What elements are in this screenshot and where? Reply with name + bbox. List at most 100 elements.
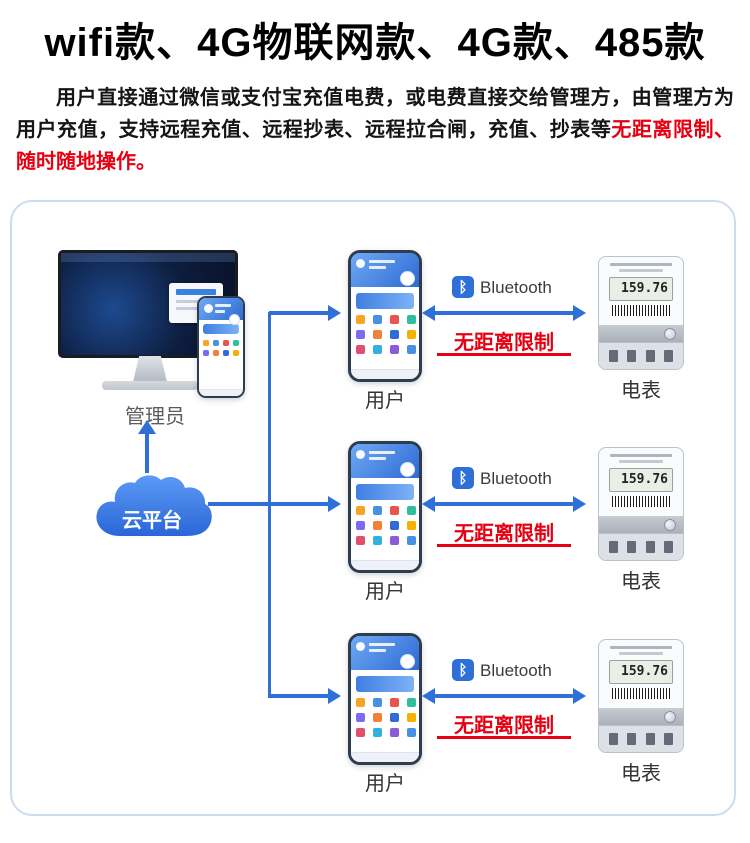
text-bar [369,451,395,454]
app-icon [356,315,365,324]
phone-banner [356,484,414,500]
restriction-underline [437,736,571,739]
restriction-label: 无距离限制 [454,523,554,545]
text-bar [369,643,395,646]
profile-photo [400,462,415,477]
bluetooth-icon: ᛒ [452,276,474,298]
app-icon [373,698,382,707]
user-label: 用户 [365,581,405,603]
meter-text-bar [619,269,663,272]
app-icon [356,713,365,722]
meter-button-icon [664,519,676,531]
app-icon [356,330,365,339]
meter-terminals [599,342,683,369]
app-icon [373,506,382,515]
app-icon [390,506,399,515]
cloud-connector-line [208,502,270,506]
phone-navbar [351,752,419,762]
arrowhead-icon [573,305,586,321]
text-bar [369,266,386,269]
avatar [356,450,365,459]
app-icon [407,315,416,324]
arrowhead-icon [328,496,341,512]
app-icon [373,728,382,737]
user-label: 用户 [365,773,405,795]
app-icon [407,506,416,515]
electric-meter: 159.76 [598,256,684,370]
diagram-row: 用户 ᛒ Bluetooth 无距离限制 159.76 电表 [0,250,750,425]
phone-banner [356,293,414,309]
meter-label: 电表 [621,571,661,593]
app-icon [356,506,365,515]
monitor-stand-base [102,381,198,390]
avatar [356,259,365,268]
bluetooth-icon: ᛒ [452,659,474,681]
app-icon [356,728,365,737]
meter-band [599,708,683,726]
restriction-underline [437,353,571,356]
electric-meter: 159.76 [598,447,684,561]
arrowhead-icon [422,496,435,512]
description-highlight: 无距离限制、随时随地操作。 [16,119,735,173]
phone-navbar [351,560,419,570]
app-icon [373,521,382,530]
app-icon [407,345,416,354]
phone-banner [203,324,239,334]
phone-header [351,636,419,670]
branch-arrow-icon [269,496,341,512]
admin-phone [197,296,245,398]
link-arrow-icon [422,305,586,321]
user-phone [348,633,422,765]
app-icon [213,350,219,356]
link-arrow-icon [422,688,586,704]
meter-band [599,325,683,343]
avatar [356,642,365,651]
user-phone [348,441,422,573]
diagram-row: 用户 ᛒ Bluetooth 无距离限制 159.76 电表 [0,441,750,616]
barcode [612,496,670,507]
avatar [204,304,213,313]
bluetooth-icon: ᛒ [452,467,474,489]
app-icon [390,330,399,339]
app-icon [390,536,399,545]
meter-text-bar [610,454,672,457]
app-icon [407,536,416,545]
arrowhead-icon [573,688,586,704]
app-icon [373,315,382,324]
app-icon [203,340,209,346]
app-icon [223,340,229,346]
link-arrow-icon [422,496,586,512]
app-icon [373,345,382,354]
user-phone [348,250,422,382]
app-icon [203,350,209,356]
diagram-panel [10,200,736,816]
panel-text-bar [176,300,216,303]
phone-banner [356,676,414,692]
cloud-icon [96,475,212,536]
meter-reading: 159.76 [609,468,673,492]
description-text: 用户直接通过微信或支付宝充值电费，或电费直接交给管理方，由管理方为用户充值，支持… [16,87,734,141]
app-icon [407,330,416,339]
profile-photo [400,654,415,669]
app-icon [356,345,365,354]
barcode [612,305,670,316]
user-label: 用户 [365,390,405,412]
meter-label: 电表 [621,763,661,785]
app-icon [407,698,416,707]
cloud-label: 云平台 [122,510,182,532]
electric-meter: 159.76 [598,639,684,753]
app-icon [390,345,399,354]
phone-header [351,444,419,478]
monitor-stand-neck [133,356,167,382]
branch-arrow-icon [269,305,341,321]
meter-reading: 159.76 [609,660,673,684]
meter-text-bar [619,652,663,655]
phone-navbar [351,369,419,379]
diagram-row: 用户 ᛒ Bluetooth 无距离限制 159.76 电表 [0,633,750,808]
app-icon [407,521,416,530]
cloud-platform: 云平台 [90,472,214,544]
monitor-toolbar [61,253,235,262]
restriction-underline [437,544,571,547]
text-bar [215,310,225,313]
